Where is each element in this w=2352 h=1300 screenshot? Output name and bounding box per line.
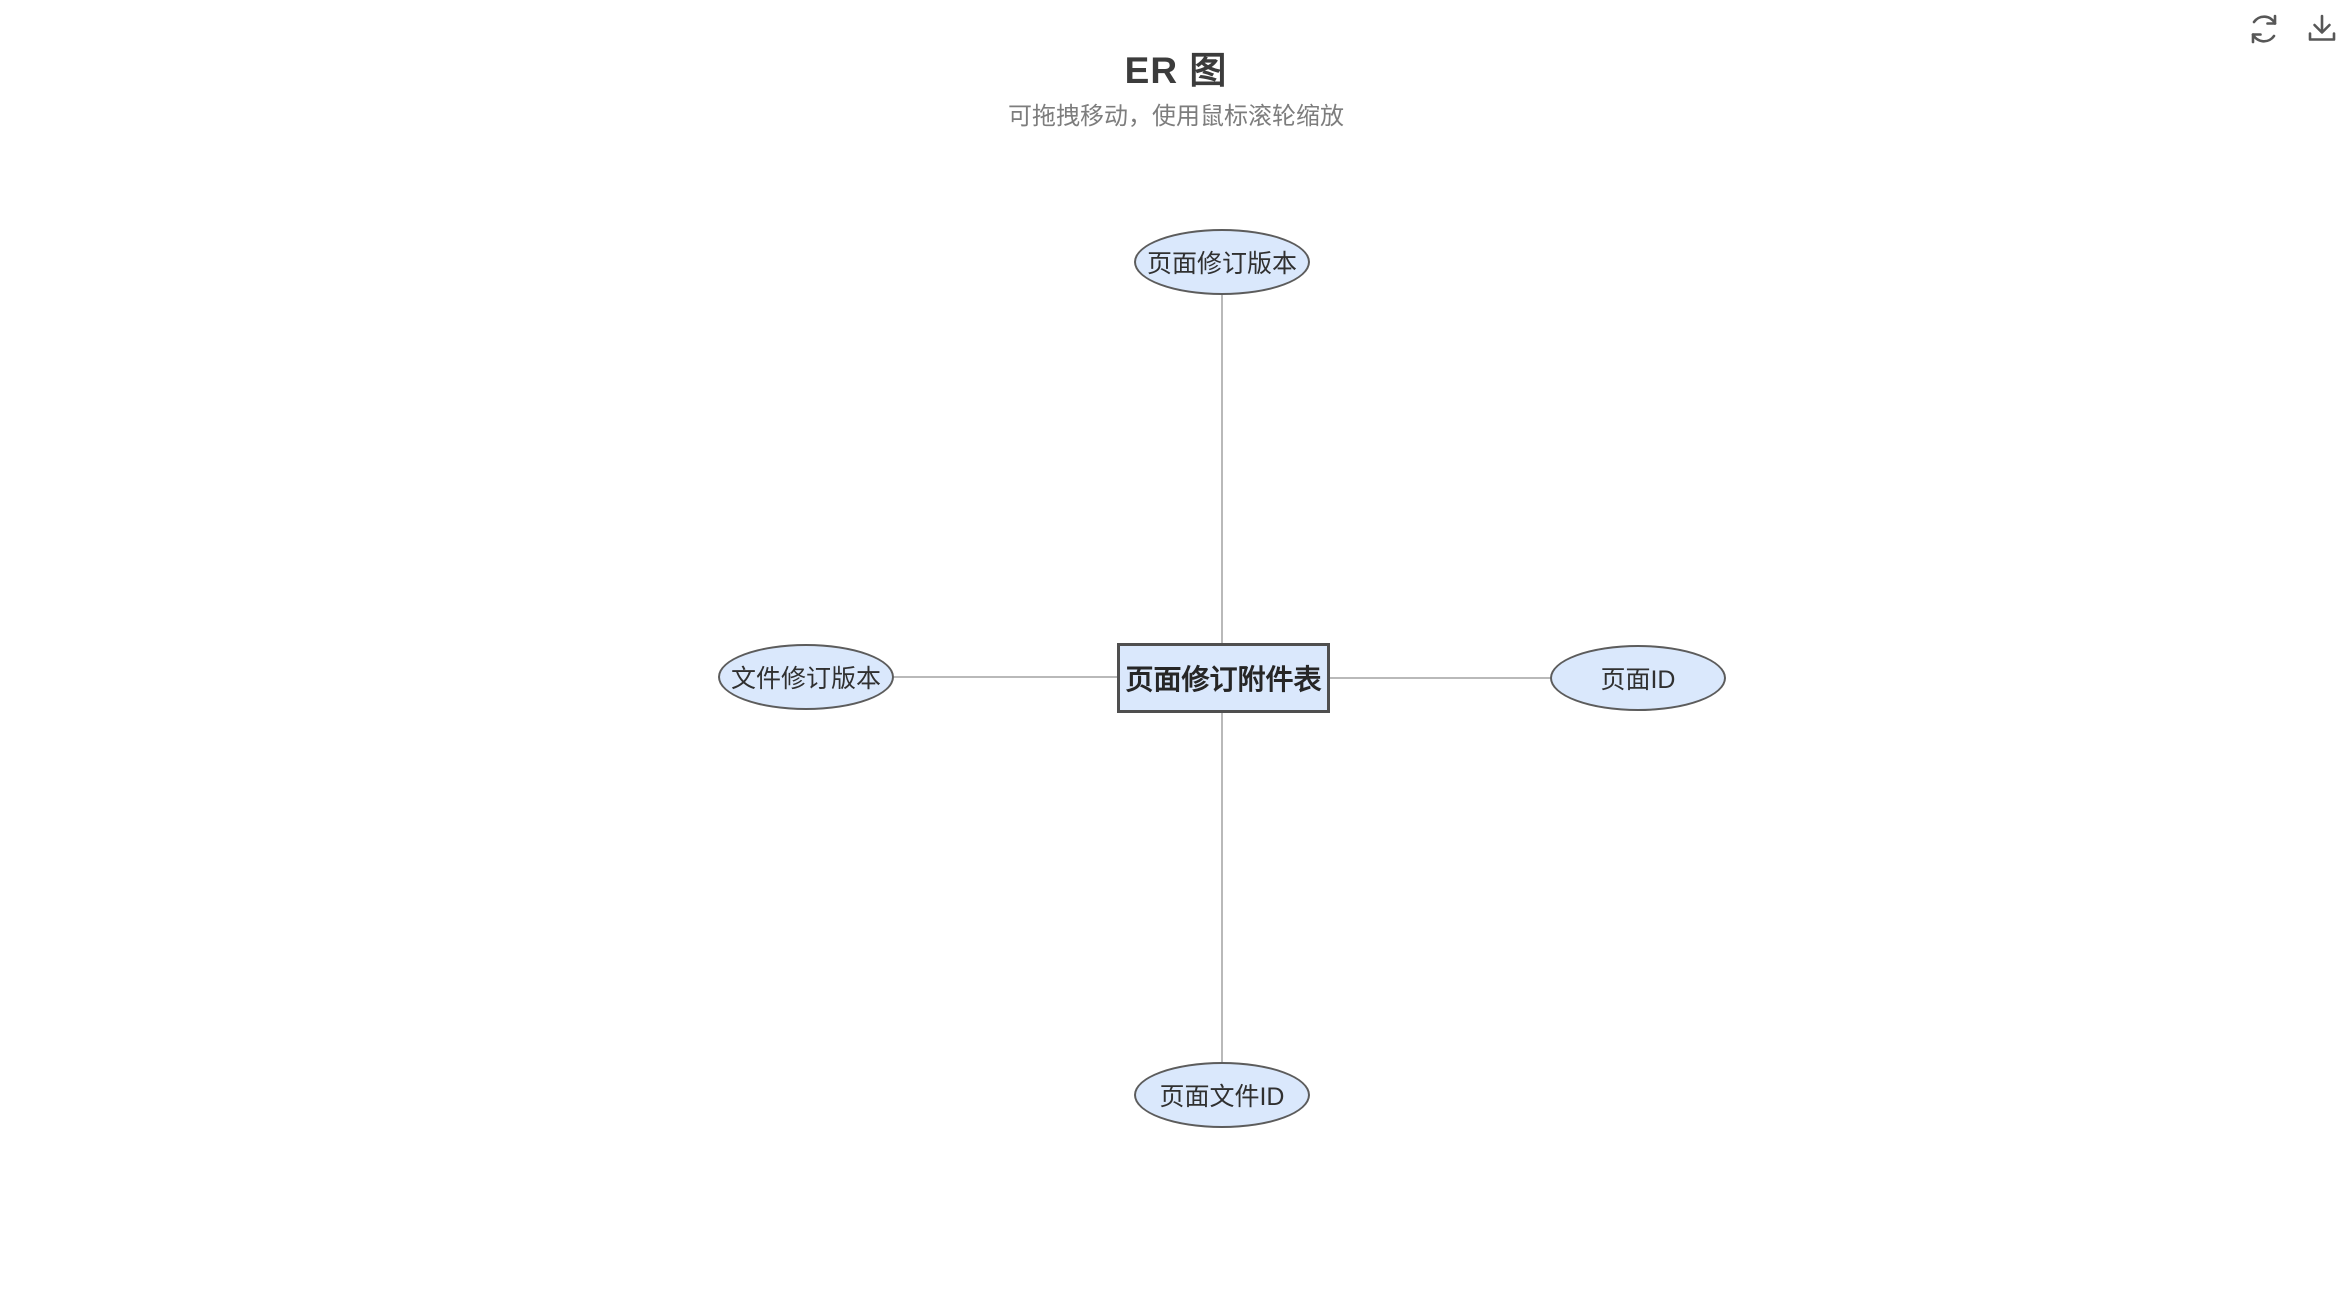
entity-node[interactable]: 页面修订附件表 [1117, 643, 1330, 713]
toolbar [2246, 12, 2340, 48]
attribute-label: 页面文件ID [1159, 1083, 1285, 1111]
attribute-node-left[interactable]: 文件修订版本 [718, 644, 894, 710]
edge-entity-to-bottom-attribute [1221, 713, 1223, 1062]
edge-entity-to-top-attribute [1221, 295, 1223, 643]
page-title: ER 图 [1124, 50, 1228, 91]
attribute-node-top[interactable]: 页面修订版本 [1134, 229, 1310, 295]
page-subtitle: 可拖拽移动，使用鼠标滚轮缩放 [1008, 103, 1344, 130]
refresh-button[interactable] [2246, 12, 2282, 48]
attribute-node-right[interactable]: 页面ID [1550, 645, 1726, 711]
download-button[interactable] [2304, 12, 2340, 48]
download-icon [2305, 12, 2339, 49]
attribute-label: 文件修订版本 [730, 665, 881, 693]
edge-entity-to-left-attribute [894, 676, 1117, 678]
refresh-icon [2246, 11, 2282, 50]
attribute-node-bottom[interactable]: 页面文件ID [1134, 1062, 1310, 1128]
attribute-label: 页面修订版本 [1146, 250, 1297, 278]
attribute-label: 页面ID [1600, 666, 1676, 694]
edge-entity-to-right-attribute [1330, 677, 1550, 679]
entity-label: 页面修订附件表 [1125, 664, 1322, 695]
